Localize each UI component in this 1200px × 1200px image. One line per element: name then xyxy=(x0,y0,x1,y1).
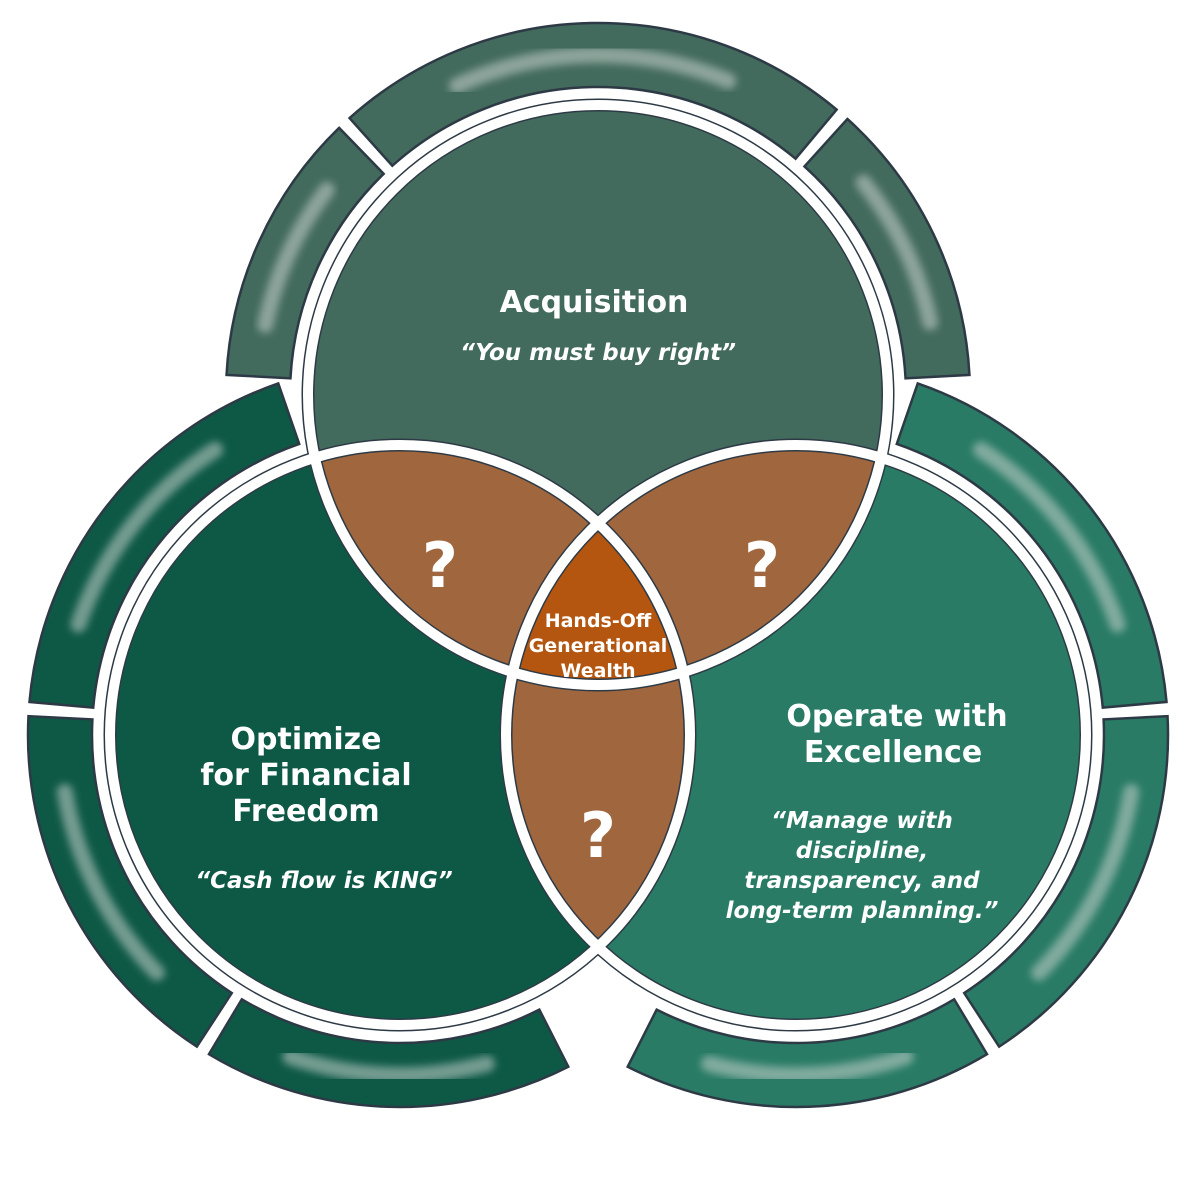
acquisition-quote: “You must buy right” xyxy=(460,340,736,366)
operate-title-line-2: Excellence xyxy=(804,735,982,770)
acquisition-segment-top-blurred-label xyxy=(448,47,737,94)
operate-title-line-1: Operate with xyxy=(786,699,1007,734)
acquisition-segment-right-blurred-label xyxy=(855,174,939,331)
optimize-title-line-3: Freedom xyxy=(232,794,379,829)
operate-quote-line-4: long-term planning.” xyxy=(726,898,999,924)
overlap-question-bottom: ? xyxy=(580,799,616,872)
center-line-3: Wealth xyxy=(560,660,635,682)
operate-quote-line-3: transparency, and xyxy=(744,868,980,894)
acquisition-title: Acquisition xyxy=(500,285,689,320)
circle-dividers xyxy=(105,100,1091,1030)
acquisition-segment-top xyxy=(347,21,839,168)
optimize-quote: “Cash flow is KING” xyxy=(195,868,453,894)
operate-segment-upper xyxy=(895,381,1168,709)
optimize-segment-upper-blurred-label xyxy=(70,441,224,633)
optimize-segment-lower xyxy=(26,714,234,1049)
optimize-title-line-1: Optimize xyxy=(231,722,382,757)
operate-quote-line-2: discipline, xyxy=(796,838,929,864)
center-line-1: Hands-Off xyxy=(545,610,652,632)
overlap-question-right: ? xyxy=(744,529,780,602)
operate-segment-upper-blurred-label xyxy=(972,441,1126,633)
operate-segment-bottom-blurred-label xyxy=(701,1048,914,1083)
outer-ring xyxy=(26,21,1170,1109)
operate-quote-line-1: “Manage with xyxy=(771,808,953,834)
operate-segment-lower xyxy=(962,714,1170,1049)
optimize-segment-bottom-blurred-label xyxy=(282,1048,495,1083)
optimize-segment-lower-blurred-label xyxy=(56,783,165,981)
optimize-segment-upper xyxy=(28,381,301,709)
operate-segment-lower-blurred-label xyxy=(1031,783,1140,981)
optimize-segment-bottom xyxy=(207,997,570,1109)
operate-segment-bottom xyxy=(626,997,989,1109)
circles xyxy=(103,98,1093,1032)
optimize-title-line-2: for Financial xyxy=(200,758,411,793)
overlap-question-left: ? xyxy=(422,529,458,602)
acquisition-segment-left-blurred-label xyxy=(257,181,335,333)
center-line-2: Generational xyxy=(529,635,668,657)
